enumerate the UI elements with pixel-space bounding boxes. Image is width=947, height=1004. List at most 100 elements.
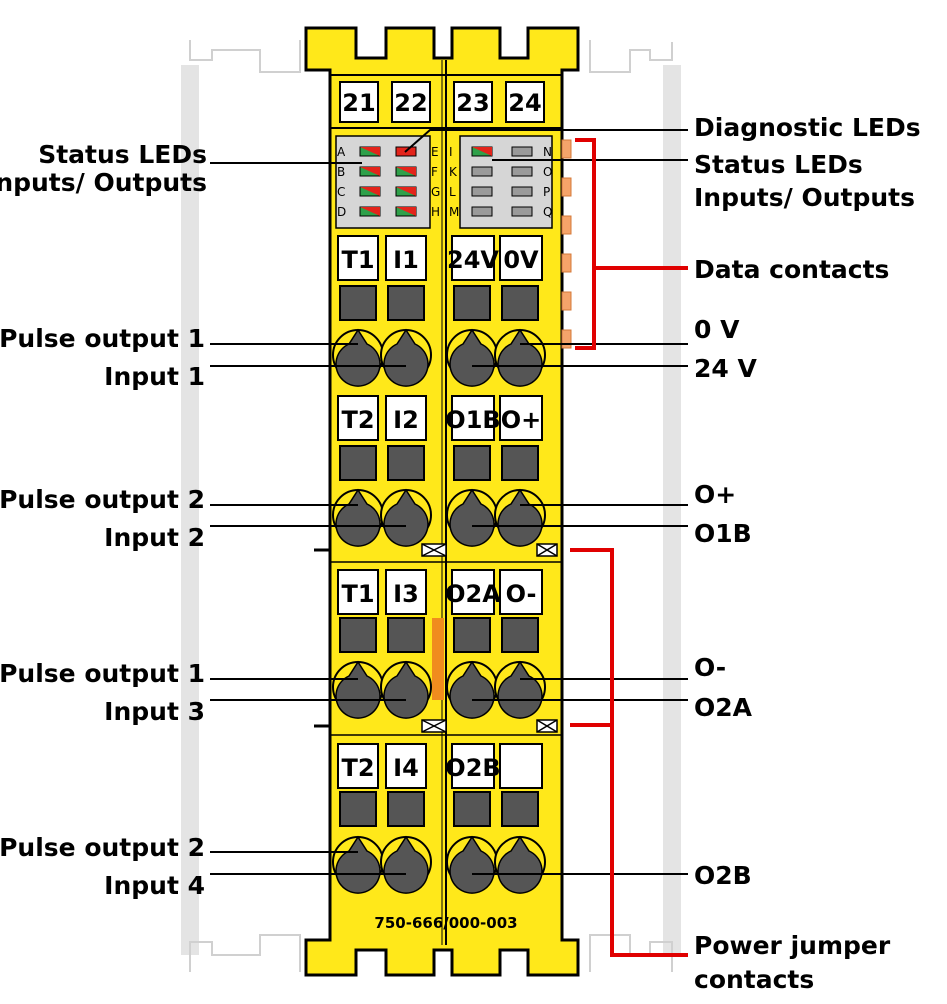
terminal-label: O+ bbox=[501, 406, 542, 434]
right-row-label: 24 V bbox=[694, 354, 757, 383]
left-row-label: Input 4 bbox=[104, 871, 205, 900]
top-number-box: 22 bbox=[391, 81, 431, 123]
terminal-label-box: O2B bbox=[445, 743, 501, 789]
release-button[interactable] bbox=[501, 791, 539, 827]
left-row-label: Pulse output 2 bbox=[0, 485, 205, 514]
top-number-box: 21 bbox=[339, 81, 379, 123]
led-red-green bbox=[395, 186, 417, 197]
top-number: 22 bbox=[394, 89, 427, 117]
left-row-label: Input 1 bbox=[104, 362, 205, 391]
terminal-label: T2 bbox=[341, 406, 374, 434]
terminal-label: I2 bbox=[393, 406, 419, 434]
release-button[interactable] bbox=[387, 791, 425, 827]
wire-clamp bbox=[446, 488, 498, 547]
led-letter: O bbox=[543, 165, 552, 179]
left-row-label: Input 2 bbox=[104, 523, 205, 552]
terminal-label: T1 bbox=[341, 580, 374, 608]
led-red-green bbox=[359, 146, 381, 157]
terminal-label-box: I1 bbox=[385, 235, 427, 281]
right-row-label: O2A bbox=[694, 693, 753, 722]
led-letter: G bbox=[431, 185, 440, 199]
terminal-label-box: T1 bbox=[337, 235, 379, 281]
terminal-label-box: T1 bbox=[337, 569, 379, 615]
release-button[interactable] bbox=[339, 617, 377, 653]
terminal-label-box: I4 bbox=[385, 743, 427, 789]
terminal-label: O2B bbox=[445, 754, 500, 782]
release-button[interactable] bbox=[453, 285, 491, 321]
terminal-row-1: T1 I1 24V 0V bbox=[332, 235, 546, 387]
terminal-label: I3 bbox=[393, 580, 419, 608]
right-row-label: O1B bbox=[694, 519, 752, 548]
wire-clamp bbox=[380, 488, 432, 547]
led-letter: Q bbox=[543, 205, 552, 219]
led-letter: M bbox=[449, 205, 459, 219]
diagnostic-leds-label: Diagnostic LEDs bbox=[694, 113, 921, 142]
led-letter: F bbox=[431, 165, 438, 179]
release-button[interactable] bbox=[339, 791, 377, 827]
jumper-slot-marks bbox=[314, 719, 558, 733]
wire-clamp bbox=[446, 328, 498, 387]
wire-clamp bbox=[332, 835, 384, 894]
release-button[interactable] bbox=[339, 445, 377, 481]
led-off bbox=[511, 206, 533, 217]
release-button[interactable] bbox=[387, 285, 425, 321]
terminal-label-box: O+ bbox=[499, 395, 543, 441]
release-button[interactable] bbox=[339, 285, 377, 321]
release-button[interactable] bbox=[453, 617, 491, 653]
left-row-label: Pulse output 1 bbox=[0, 324, 205, 353]
terminal-label-box bbox=[499, 743, 543, 789]
data-contacts-label: Data contacts bbox=[694, 255, 889, 284]
terminal-label-box: O1B bbox=[445, 395, 501, 441]
terminal-label-box: T2 bbox=[337, 395, 379, 441]
release-button[interactable] bbox=[387, 445, 425, 481]
terminal-label: 24V bbox=[447, 246, 499, 274]
led-red-green bbox=[359, 206, 381, 217]
terminal-label: O- bbox=[506, 580, 537, 608]
left-status-leds-sublabel: Inputs/ Outputs bbox=[0, 168, 207, 197]
wire-clamp bbox=[332, 328, 384, 387]
led-off bbox=[511, 186, 533, 197]
release-button[interactable] bbox=[387, 617, 425, 653]
orange-jumper bbox=[432, 618, 444, 700]
release-button[interactable] bbox=[453, 791, 491, 827]
right-status-leds-sublabel: Inputs/ Outputs bbox=[694, 183, 915, 212]
power-jumper-sublabel: contacts bbox=[694, 965, 814, 994]
led-panel-left: A B C D E F G H bbox=[335, 135, 440, 229]
terminal-label-box: 24V bbox=[447, 235, 499, 281]
led-off bbox=[511, 166, 533, 177]
led-red-green bbox=[359, 186, 381, 197]
left-labels: Status LEDs Inputs/ Outputs Pulse output… bbox=[0, 140, 207, 900]
led-letter: A bbox=[337, 145, 346, 159]
data-contacts bbox=[561, 139, 572, 349]
led-red-green bbox=[395, 206, 417, 217]
right-status-leds-label: Status LEDs bbox=[694, 150, 863, 179]
top-number: 21 bbox=[342, 89, 375, 117]
led-letter: B bbox=[337, 165, 345, 179]
release-button[interactable] bbox=[453, 445, 491, 481]
led-letter: E bbox=[431, 145, 439, 159]
left-row-label: Pulse output 1 bbox=[0, 659, 205, 688]
leader-lines bbox=[210, 129, 688, 875]
left-row-label: Pulse output 2 bbox=[0, 833, 205, 862]
top-numbers: 21 22 23 24 bbox=[339, 81, 545, 123]
wire-clamp bbox=[332, 488, 384, 547]
release-button[interactable] bbox=[501, 285, 539, 321]
top-number: 24 bbox=[508, 89, 541, 117]
part-number: 750-666/000-003 bbox=[374, 914, 517, 932]
right-row-label: O+ bbox=[694, 480, 736, 509]
wire-clamp bbox=[494, 328, 546, 387]
led-letter: L bbox=[449, 185, 456, 199]
led-letter: I bbox=[449, 145, 453, 159]
wire-clamp bbox=[380, 328, 432, 387]
release-button[interactable] bbox=[501, 445, 539, 481]
terminal-label: I1 bbox=[393, 246, 419, 274]
release-button[interactable] bbox=[501, 617, 539, 653]
led-off bbox=[511, 146, 533, 157]
left-row-label: Input 3 bbox=[104, 697, 205, 726]
top-number-box: 24 bbox=[505, 81, 545, 123]
wire-clamp bbox=[380, 660, 432, 719]
led-letter: D bbox=[337, 205, 346, 219]
wire-clamp bbox=[494, 835, 546, 894]
terminal-label: T1 bbox=[341, 246, 374, 274]
led-letter: H bbox=[431, 205, 440, 219]
